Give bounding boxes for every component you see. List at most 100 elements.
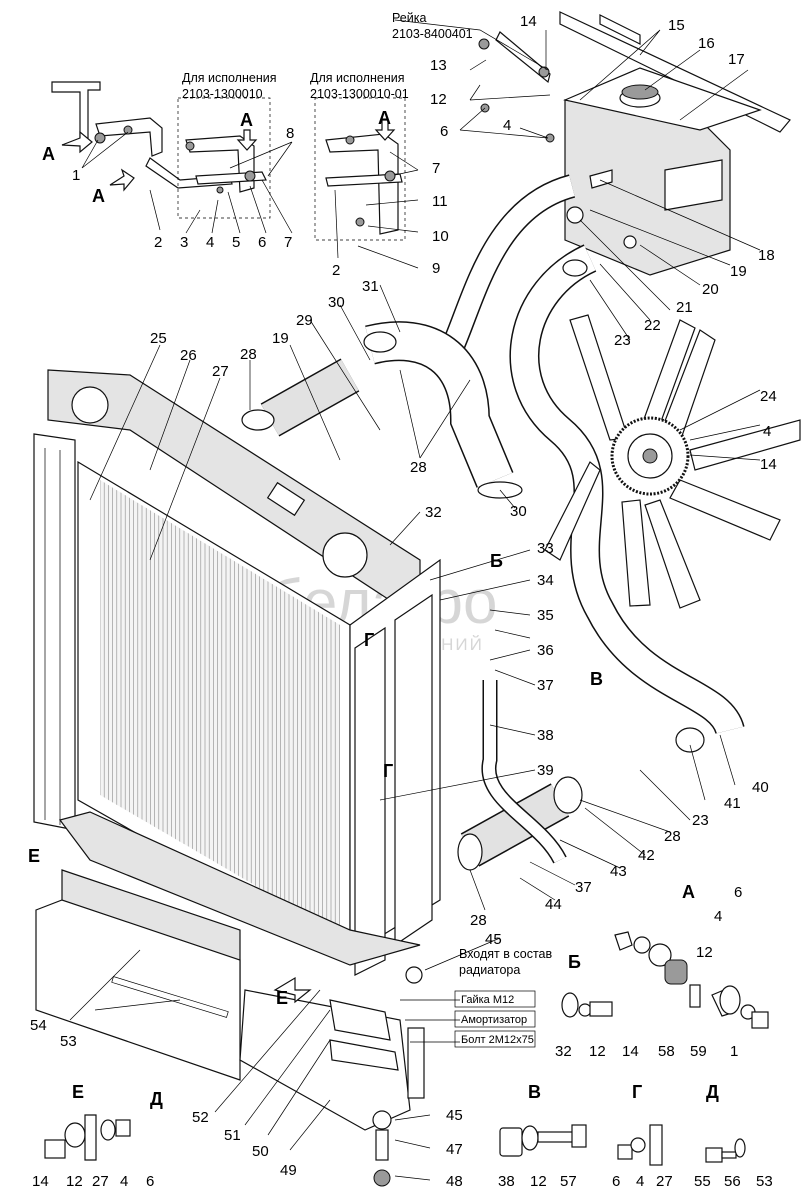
bottom-brackets bbox=[35, 869, 425, 1187]
callout-4-fan: 4 bbox=[763, 423, 771, 440]
view-letter-g-2: Г bbox=[383, 761, 393, 781]
hoses bbox=[241, 174, 745, 871]
callout-33: 33 bbox=[537, 540, 554, 557]
callout-22: 22 bbox=[644, 317, 661, 334]
callout-4: 4 bbox=[206, 234, 214, 251]
callout-8: 8 bbox=[286, 125, 294, 142]
callout-23-lower: 23 bbox=[692, 812, 709, 829]
callout-16: 16 bbox=[698, 35, 715, 52]
detail-v-callout-38: 38 bbox=[498, 1173, 515, 1190]
callout-45: 45 bbox=[485, 931, 502, 948]
callout-30-lower: 30 bbox=[510, 503, 527, 520]
callout-19: 19 bbox=[730, 263, 747, 280]
view-letter-a-1: А bbox=[42, 144, 55, 164]
callout-21: 21 bbox=[676, 299, 693, 316]
callout-37-lower: 37 bbox=[575, 879, 592, 896]
callout-28: 28 bbox=[240, 346, 257, 363]
fan bbox=[544, 314, 801, 609]
detail-e-callout-27: 27 bbox=[92, 1173, 109, 1190]
callout-44: 44 bbox=[545, 896, 562, 913]
detail-title-e: Е bbox=[72, 1082, 84, 1102]
detail-title-g: Г bbox=[632, 1082, 642, 1102]
detail-b-callout-32: 32 bbox=[555, 1043, 572, 1060]
variant-a-label: Для исполнения bbox=[182, 71, 276, 85]
variant-b-label: Для исполнения bbox=[310, 71, 404, 85]
radiator-note-title-1: Входят в состав bbox=[459, 947, 552, 961]
radiator-note-title-2: радиатора bbox=[459, 963, 520, 977]
view-letter-a-4: А bbox=[378, 108, 391, 128]
view-letter-a-3: А bbox=[240, 110, 253, 130]
callout-14: 14 bbox=[520, 13, 537, 30]
detail-title-v: В bbox=[528, 1082, 541, 1102]
view-letter-a-2: А bbox=[92, 186, 105, 206]
callout-9: 9 bbox=[432, 260, 440, 277]
detail-d-callout-53: 53 bbox=[756, 1173, 773, 1190]
radiator-note-item-nut: Гайка М12 bbox=[461, 994, 514, 1006]
callout-28-bottom: 28 bbox=[470, 912, 487, 929]
callout-53: 53 bbox=[60, 1033, 77, 1050]
callout-numbers: 1 2 3 4 5 6 7 8 9 10 11 2 7 12 13 14 15 … bbox=[30, 13, 777, 1190]
callout-11: 11 bbox=[432, 193, 448, 210]
view-letter-v-1: В bbox=[590, 669, 603, 689]
callout-15: 15 bbox=[668, 17, 685, 34]
detail-v-callout-57: 57 bbox=[560, 1173, 577, 1190]
view-letter-b-1: Б bbox=[490, 551, 503, 571]
callout-36: 36 bbox=[537, 642, 554, 659]
callout-6-tank: 6 bbox=[440, 123, 448, 140]
detail-e-callout-14: 14 bbox=[32, 1173, 49, 1190]
callout-38: 38 bbox=[537, 727, 554, 744]
view-letter-d-1: Д bbox=[150, 1089, 163, 1109]
detail-a-callout-1: 1 bbox=[730, 1043, 738, 1060]
callout-2-variant: 2 bbox=[332, 262, 340, 279]
detail-d-callout-55: 55 bbox=[694, 1173, 711, 1190]
callout-32: 32 bbox=[425, 504, 442, 521]
callout-37: 37 bbox=[537, 677, 554, 694]
detail-g-callout-27: 27 bbox=[656, 1173, 673, 1190]
callout-1: 1 bbox=[72, 167, 80, 184]
radiator-note-item-damper: Амортизатор bbox=[461, 1014, 527, 1026]
callout-50: 50 bbox=[252, 1143, 269, 1160]
callout-47: 47 bbox=[446, 1141, 463, 1158]
callout-54: 54 bbox=[30, 1017, 47, 1034]
detail-a-callout-59: 59 bbox=[690, 1043, 707, 1060]
detail-title-b: Б bbox=[568, 952, 581, 972]
callout-28-upper: 28 bbox=[410, 459, 427, 476]
variant-a-number: 2103-1300010 bbox=[182, 87, 263, 101]
detail-v-callout-12: 12 bbox=[530, 1173, 547, 1190]
variant-b-number: 2103-1300010-01 bbox=[310, 87, 409, 101]
callout-49: 49 bbox=[280, 1162, 297, 1179]
callout-19-hose: 19 bbox=[272, 330, 289, 347]
callout-39: 39 bbox=[537, 762, 554, 779]
view-letter-e-2: Е bbox=[276, 988, 288, 1008]
detail-a-callout-12: 12 bbox=[696, 944, 713, 961]
callout-31: 31 bbox=[362, 278, 379, 295]
leader-lines bbox=[69, 19, 761, 1181]
callout-34: 34 bbox=[537, 572, 554, 589]
detail-e-callout-6: 6 bbox=[146, 1173, 154, 1190]
detail-g-callout-6: 6 bbox=[612, 1173, 620, 1190]
rail-part-number: 2103-8400401 bbox=[392, 27, 473, 41]
callout-29: 29 bbox=[296, 312, 313, 329]
view-letters: А А А А Б В Г Г Е Е Д А Б Е В Г Д bbox=[28, 108, 719, 1109]
radiator-note-item-bolt: Болт 2М12х75 bbox=[461, 1034, 534, 1046]
callout-26: 26 bbox=[180, 347, 197, 364]
callout-27: 27 bbox=[212, 363, 229, 380]
callout-7: 7 bbox=[284, 234, 292, 251]
radiator bbox=[33, 369, 441, 976]
callout-14-fan: 14 bbox=[760, 456, 777, 473]
callout-40: 40 bbox=[752, 779, 769, 796]
callout-10: 10 bbox=[432, 228, 449, 245]
detail-e-callout-12: 12 bbox=[66, 1173, 83, 1190]
detail-b-callout-12: 12 bbox=[589, 1043, 606, 1060]
callout-2: 2 bbox=[154, 234, 162, 251]
detail-title-a: А bbox=[682, 882, 695, 902]
callout-41: 41 bbox=[724, 795, 741, 812]
rail-label: Рейка bbox=[392, 11, 426, 25]
view-letter-g-1: Г bbox=[364, 630, 374, 650]
detail-d-callout-56: 56 bbox=[724, 1173, 741, 1190]
expansion-tank bbox=[478, 11, 791, 276]
callout-3: 3 bbox=[180, 234, 188, 251]
callout-52: 52 bbox=[192, 1109, 209, 1126]
callout-42: 42 bbox=[638, 847, 655, 864]
